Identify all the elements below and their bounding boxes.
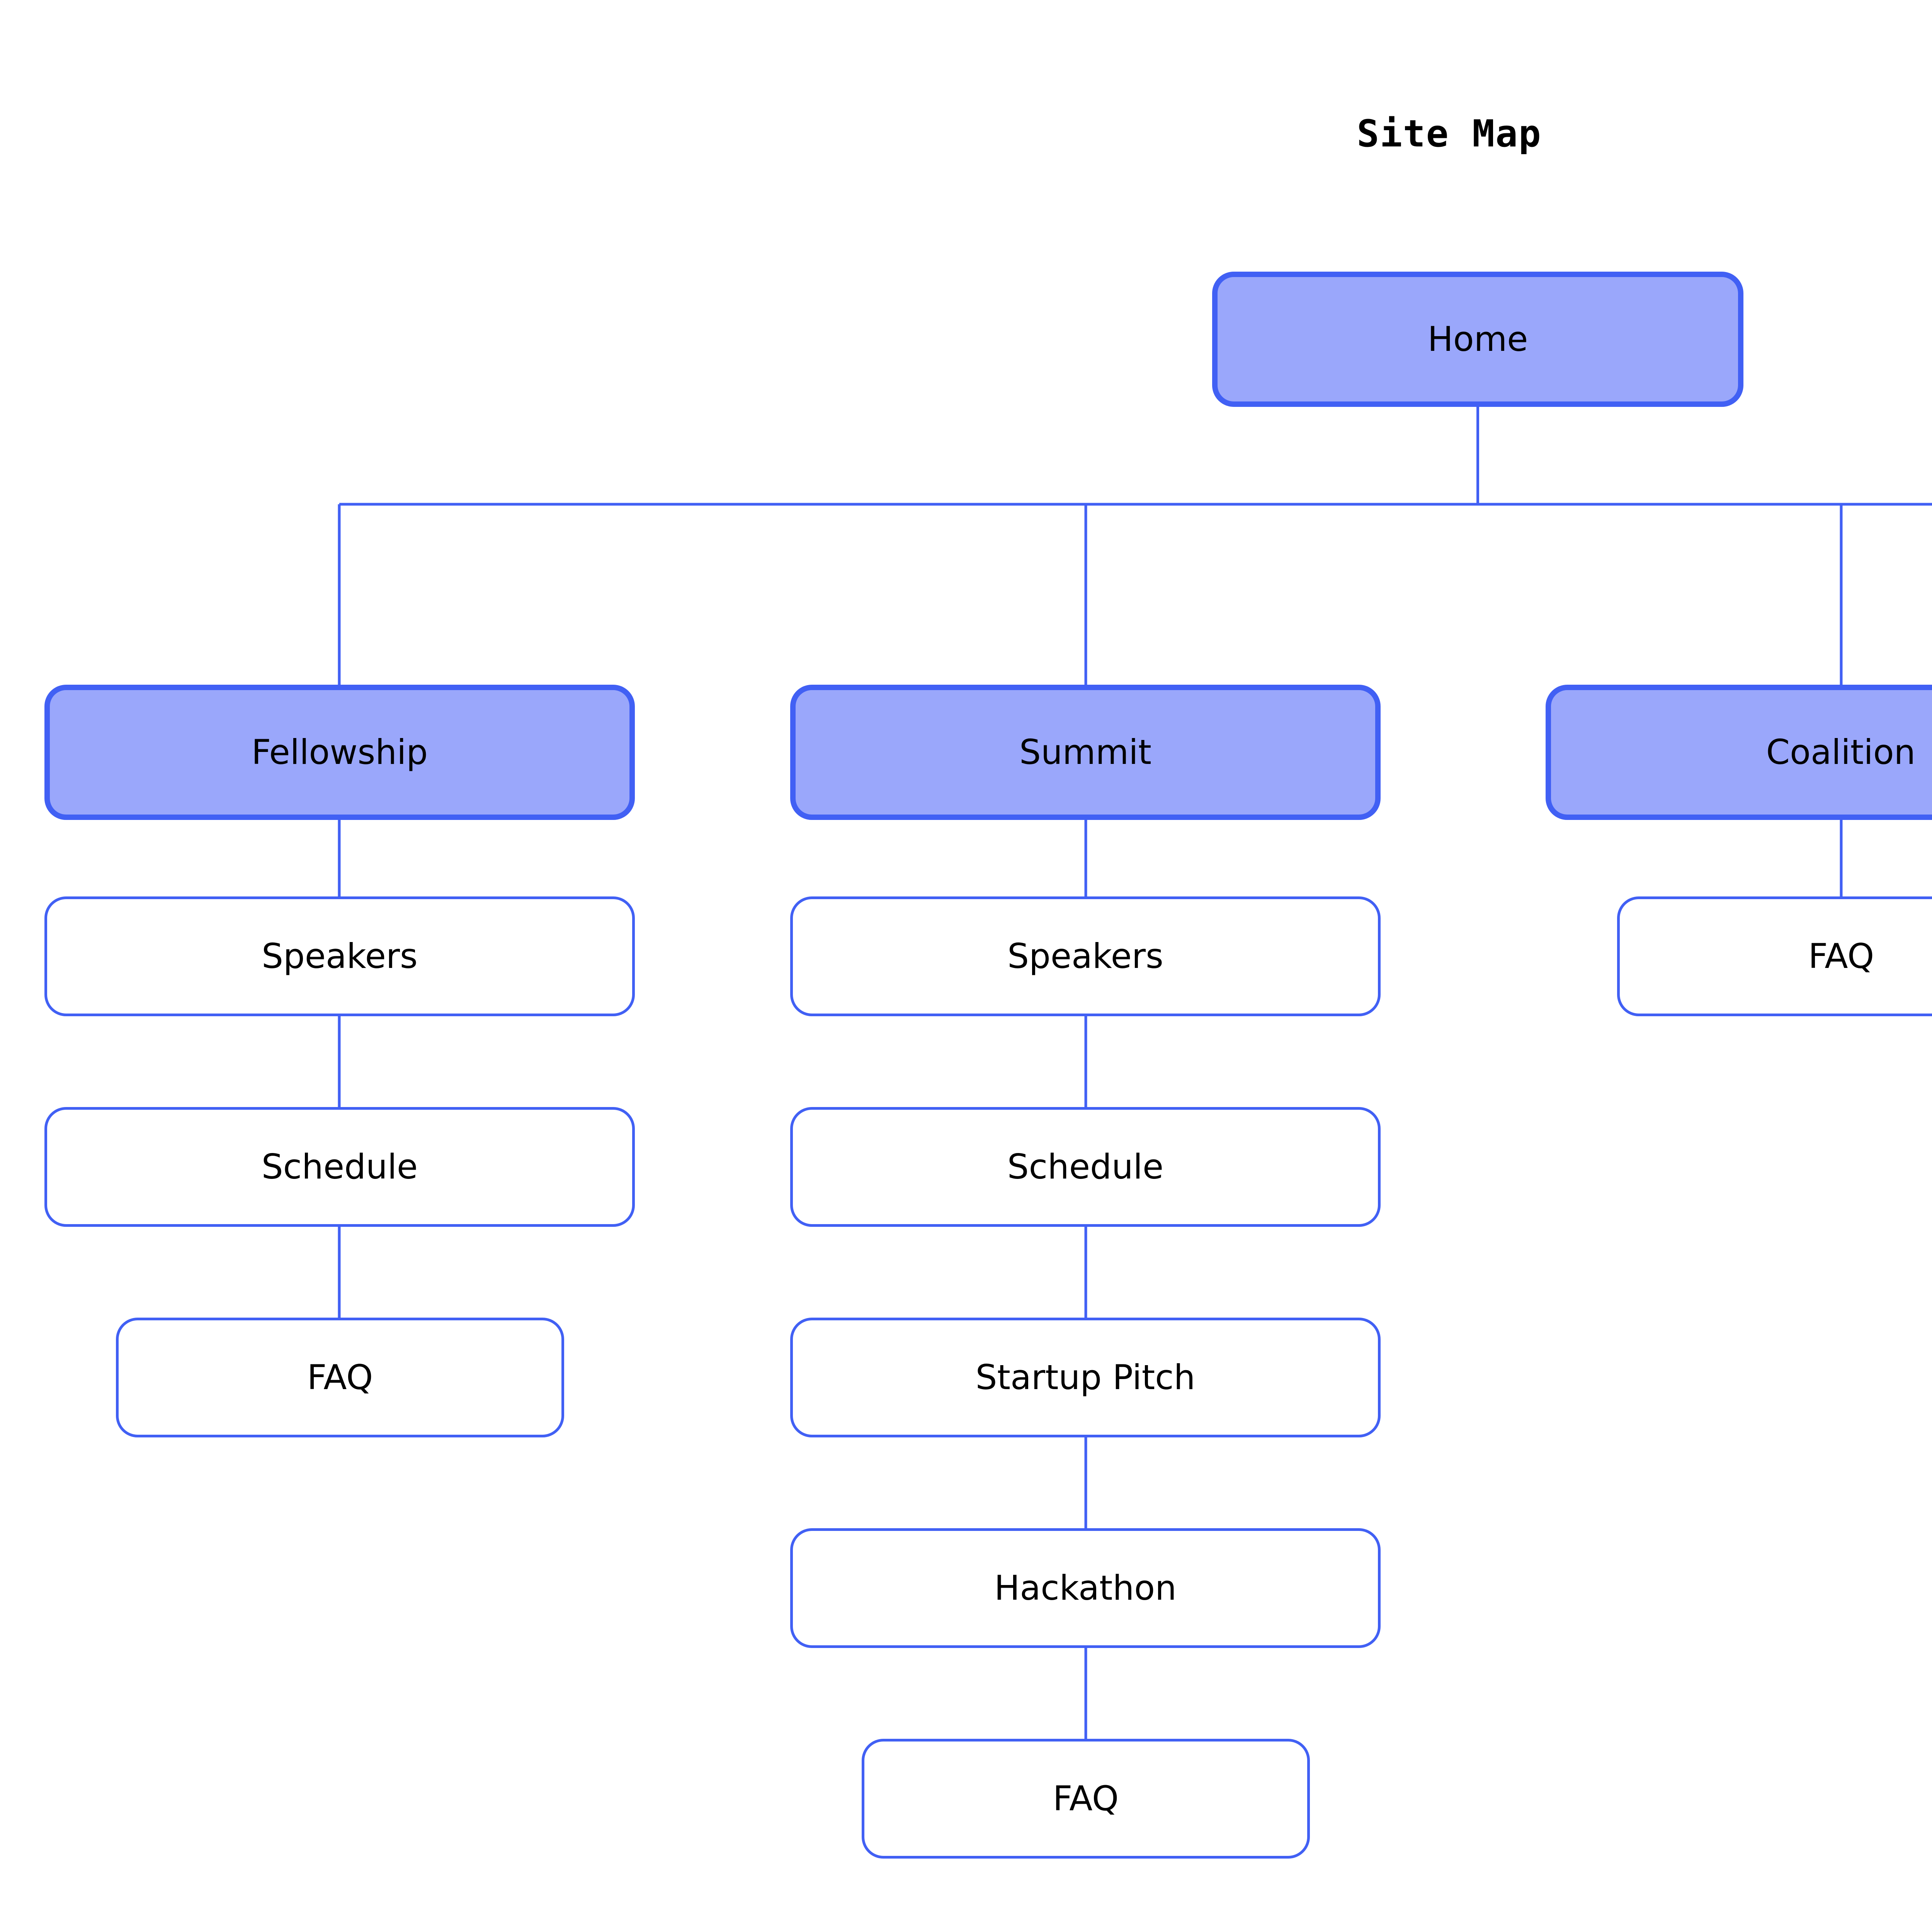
node-coalition-faq[interactable]: FAQ (1617, 896, 1932, 1016)
node-fellowship-speakers-label: Speakers (262, 936, 418, 976)
node-summit-schedule-label: Schedule (1007, 1147, 1164, 1187)
node-fellowship-label: Fellowship (251, 732, 428, 772)
node-home[interactable]: Home (1212, 272, 1743, 407)
node-summit-faq-label: FAQ (1053, 1779, 1119, 1818)
node-summit-startup-pitch[interactable]: Startup Pitch (790, 1318, 1381, 1437)
node-fellowship-faq[interactable]: FAQ (116, 1318, 564, 1437)
node-summit-speakers[interactable]: Speakers (790, 896, 1381, 1016)
node-coalition[interactable]: Coalition (1546, 685, 1932, 820)
node-summit-faq[interactable]: FAQ (862, 1739, 1310, 1859)
node-summit-hackathon[interactable]: Hackathon (790, 1528, 1381, 1648)
node-summit-speakers-label: Speakers (1007, 936, 1163, 976)
node-summit-startup-pitch-label: Startup Pitch (975, 1357, 1196, 1397)
node-coalition-label: Coalition (1766, 732, 1916, 772)
node-home-label: Home (1427, 319, 1528, 359)
node-fellowship-faq-label: FAQ (307, 1357, 373, 1397)
node-summit-schedule[interactable]: Schedule (790, 1107, 1381, 1227)
node-fellowship-schedule[interactable]: Schedule (44, 1107, 635, 1227)
diagram-title: Site Map (1357, 112, 1542, 155)
node-coalition-faq-label: FAQ (1808, 936, 1874, 976)
node-fellowship-schedule-label: Schedule (261, 1147, 418, 1187)
node-fellowship-speakers[interactable]: Speakers (44, 896, 635, 1016)
node-summit[interactable]: Summit (790, 685, 1381, 820)
node-summit-hackathon-label: Hackathon (994, 1568, 1177, 1608)
node-summit-label: Summit (1019, 732, 1152, 772)
node-fellowship[interactable]: Fellowship (44, 685, 635, 820)
